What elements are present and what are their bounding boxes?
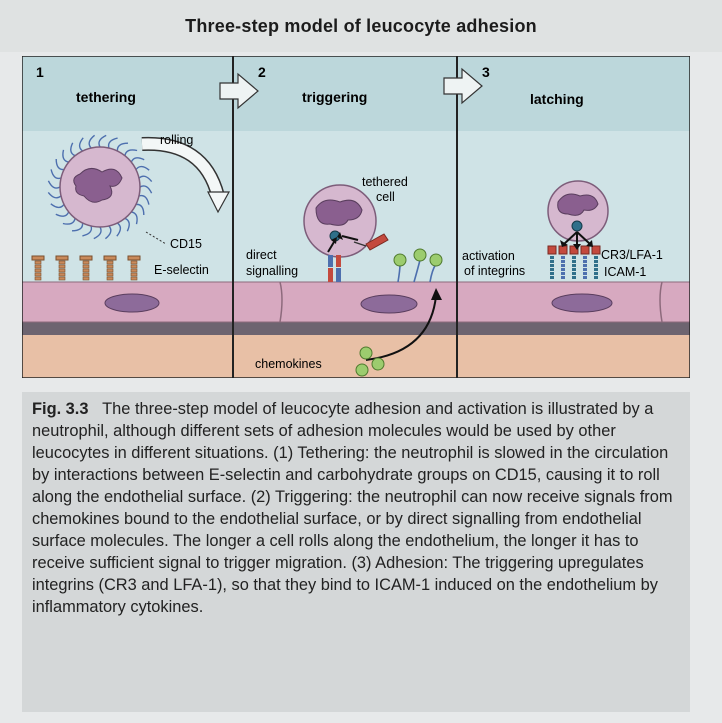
tethered-label-line2: cell — [376, 190, 395, 204]
rolling-label: rolling — [160, 133, 193, 147]
neutrophil-nucleus-3 — [557, 193, 599, 216]
neutrophil-nucleus-2 — [315, 199, 363, 226]
caption-text: Fig. 3.3 The three-step model of leucocy… — [32, 398, 684, 618]
figure-title: Three-step model of leucocyte adhesion — [185, 16, 537, 36]
of-integrins-label: of integrins — [464, 264, 525, 278]
adherent-neutrophil — [547, 180, 609, 242]
caption-figure-number: Fig. 3.3 — [32, 400, 89, 418]
cr3-lfa1-label: CR3/LFA-1 — [601, 248, 663, 262]
activation-label: activation — [462, 249, 515, 263]
chemokines-label: chemokines — [255, 357, 322, 371]
surface-chemokines — [393, 248, 443, 283]
rolling-arrow — [207, 191, 231, 214]
title-band — [0, 0, 722, 52]
step-arrow-2 — [443, 67, 483, 105]
caption-box: Fig. 3.3 The three-step model of leucocy… — [22, 392, 690, 712]
free-chemokine-2 — [371, 357, 385, 371]
caption-body: The three-step model of leucocyte adhesi… — [32, 400, 673, 616]
step-2-number: 2 — [258, 64, 266, 80]
adhesion-diagram: 1 tethering 2 triggering 3 latching roll… — [22, 56, 690, 378]
cd15-label: CD15 — [170, 237, 202, 251]
neutrophil-nucleus-1 — [73, 168, 123, 203]
tethered-label-line1: tethered — [362, 175, 408, 189]
header-band — [22, 56, 690, 131]
e-selectin-molecules — [31, 255, 141, 281]
basement-membrane — [22, 321, 690, 335]
signalling-label: signalling — [246, 264, 298, 278]
endothelial-nucleus-3 — [551, 293, 613, 313]
endothelial-nucleus-2 — [360, 294, 418, 314]
direct-label: direct — [246, 248, 277, 262]
endothelial-nucleus-1 — [104, 293, 160, 313]
free-chemokine-3 — [355, 363, 369, 377]
step-3-label: latching — [530, 91, 584, 107]
free-chemokine-1 — [359, 346, 373, 360]
e-selectin-label: E-selectin — [154, 263, 209, 277]
step-3-number: 3 — [482, 64, 490, 80]
step-1-label: tethering — [76, 89, 136, 105]
rolling-neutrophil — [47, 134, 153, 240]
step-arrow-1 — [219, 72, 259, 110]
integrin-molecules — [547, 245, 601, 279]
step-1-number: 1 — [36, 64, 44, 80]
step-2-label: triggering — [302, 89, 367, 105]
icam1-label: ICAM-1 — [604, 265, 646, 279]
chemokine-arrow — [431, 288, 442, 300]
